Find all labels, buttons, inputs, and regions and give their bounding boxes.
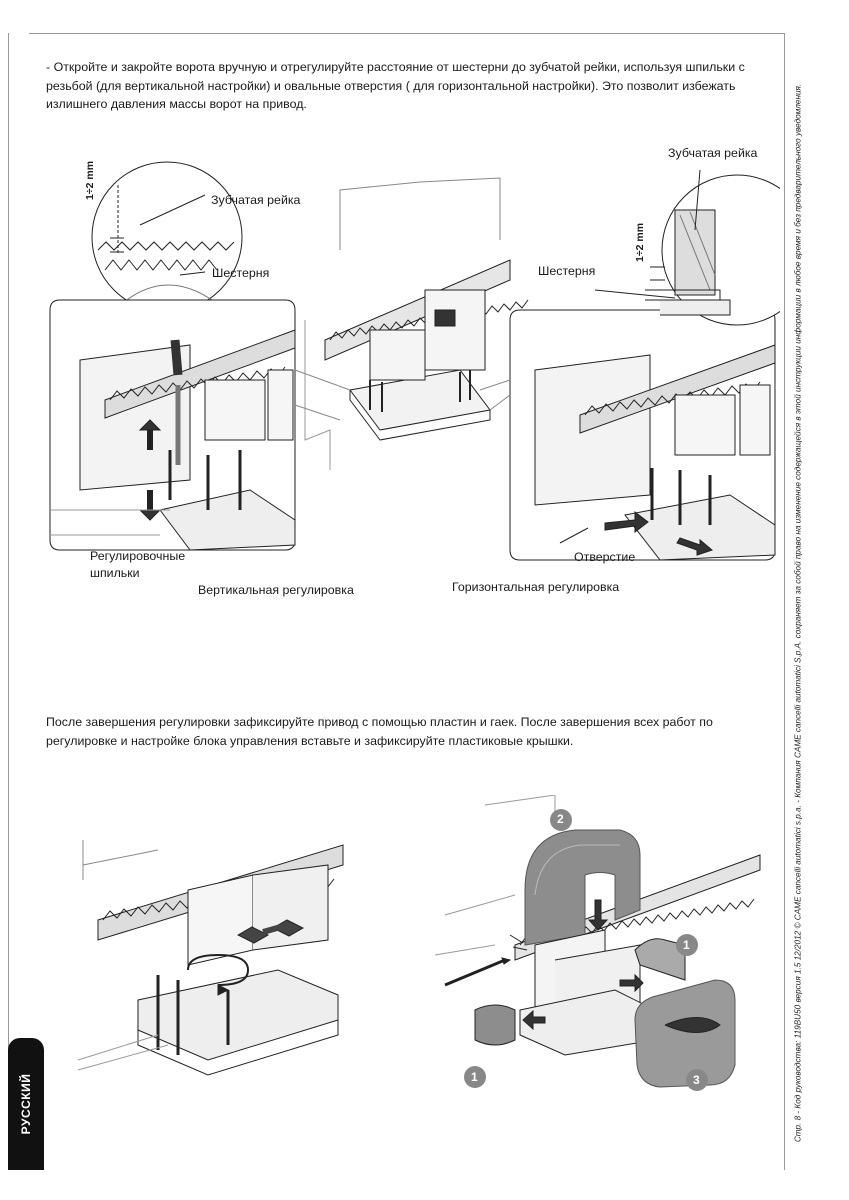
vertical-adjustment-label: Вертикальная регулировка	[198, 583, 354, 597]
adjustment-diagram	[49, 161, 780, 561]
language-tab: РУССКИЙ	[8, 1038, 44, 1170]
rack-label-left: Зубчатая рейка	[211, 193, 301, 207]
fixing-instructions: После завершения регулировки зафиксируйт…	[46, 715, 713, 748]
page-frame-left	[8, 33, 30, 1170]
gear-label-left: Шестерня	[212, 266, 270, 280]
fixing-diagram	[78, 840, 344, 1076]
side-note-text: Стр. 8 - Код руководства: 119BU50 версия…	[793, 83, 803, 1143]
gap-label-right: 1÷2 mm	[634, 222, 646, 262]
language-label: РУССКИЙ	[19, 1073, 33, 1135]
center-motor-illustration	[304, 177, 529, 470]
adjusting-studs-label: Регулировочные шпильки	[90, 549, 186, 580]
rack-label-right: Зубчатая рейка	[668, 146, 758, 160]
vertical-adjustment-inset	[49, 299, 296, 551]
step-badge-3: 3	[693, 1073, 700, 1087]
hole-label: Отверстие	[574, 550, 636, 564]
gear-label-right: Шестерня	[538, 264, 596, 278]
gear-rack-detail-left	[91, 161, 243, 316]
adjustment-instructions: - Откройте и закройте ворота вручную и о…	[46, 60, 745, 112]
gear-rack-detail-right	[594, 169, 780, 326]
horizontal-adjustment-inset	[509, 309, 776, 561]
horizontal-adjustment-label: Горизонтальная регулировка	[452, 580, 620, 594]
cover-installation-diagram	[434, 795, 761, 1091]
step-badge-1-left: 1	[471, 1070, 478, 1084]
footer-side-note: Стр. 8 - Код руководства: 119BU50 версия…	[786, 58, 810, 1168]
step-badges	[464, 809, 708, 1091]
gap-label-left: 1÷2 mm	[84, 160, 96, 200]
step-badge-1-right: 1	[683, 938, 690, 952]
step-badge-2: 2	[557, 812, 564, 826]
page-frame	[29, 33, 785, 1170]
